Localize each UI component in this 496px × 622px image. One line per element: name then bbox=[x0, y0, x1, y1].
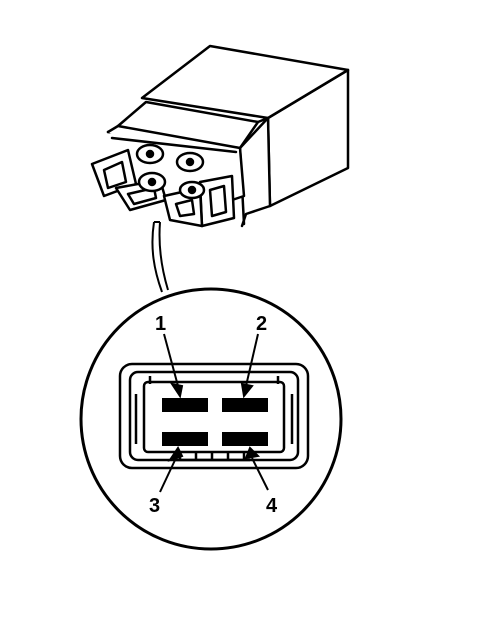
pin-slot-4 bbox=[222, 432, 268, 446]
pin-slot-3 bbox=[162, 432, 208, 446]
connector-housing bbox=[118, 362, 310, 470]
relay-collar bbox=[116, 100, 260, 150]
pin-label-1: 1 bbox=[155, 313, 166, 335]
magnified-view: 1 2 3 4 bbox=[79, 287, 343, 551]
pin-slot-2 bbox=[222, 398, 268, 412]
pin-slots bbox=[162, 398, 268, 446]
magnifier-circle bbox=[79, 287, 343, 551]
relay-body bbox=[90, 44, 350, 228]
pin-pointers bbox=[159, 333, 269, 493]
relay-top-face bbox=[140, 44, 350, 120]
pin-label-4: 4 bbox=[266, 495, 278, 517]
pin-label-3: 3 bbox=[149, 495, 160, 517]
leader-line bbox=[151, 221, 169, 293]
pin-label-2: 2 bbox=[256, 313, 267, 335]
pin-slot-1 bbox=[162, 398, 208, 412]
